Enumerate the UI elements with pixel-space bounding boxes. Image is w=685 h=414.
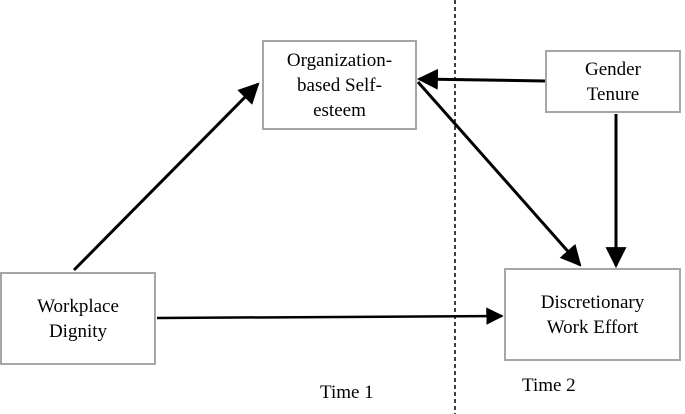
node-organization-based-self-esteem: Organization- based Self- esteem [262,40,417,130]
node-discretionary-work-effort: Discretionary Work Effort [504,268,681,361]
node-workplace-dignity: Workplace Dignity [0,272,156,365]
node-label: Workplace Dignity [37,295,119,342]
time-2-label: Time 2 [522,375,576,396]
node-label: Gender Tenure [585,58,641,105]
edge-gender-tenure-to-self-esteem [416,68,546,90]
node-label: Discretionary Work Effort [540,291,645,338]
node-gender-tenure: Gender Tenure [545,50,681,113]
time-1-label: Time 1 [320,382,374,403]
node-label: Organization- based Self- esteem [286,49,393,121]
edge-self-esteem-to-work-effort [416,81,582,267]
edge-dignity-to-self-esteem [72,82,260,272]
edge-dignity-to-work-effort [156,307,504,325]
